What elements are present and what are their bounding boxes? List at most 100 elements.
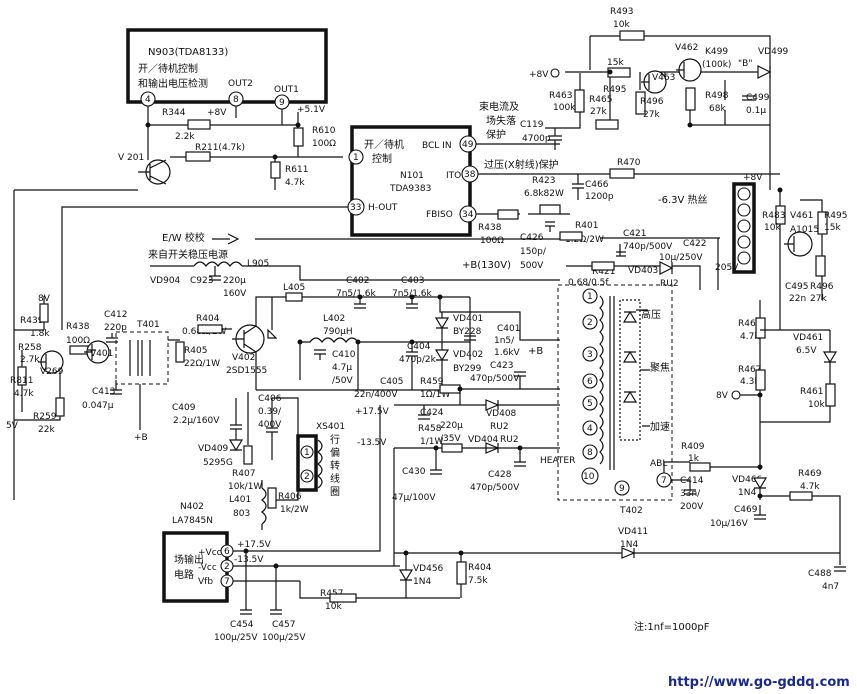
n903-desc2: 和输出电压检测 (138, 77, 208, 90)
svg-text:(100k): (100k) (702, 60, 731, 70)
plus8v-terminal (550, 68, 560, 78)
n903-desc1: 开／待机控制 (138, 62, 198, 75)
svg-text:10k: 10k (613, 20, 630, 30)
svg-text:R483: R483 (762, 211, 785, 221)
vd401 (434, 317, 450, 330)
svg-text:6.8k82W: 6.8k82W (524, 189, 564, 199)
svg-text:2: 2 (224, 562, 230, 572)
svg-text:2.2μ/160V: 2.2μ/160V (173, 416, 220, 426)
svg-text:10k/1W: 10k/1W (228, 482, 262, 492)
svg-text:VD408: VD408 (486, 409, 517, 419)
svg-text:C423: C423 (490, 361, 513, 371)
svg-text:0.39/: 0.39/ (258, 407, 282, 417)
svg-text:100Ω: 100Ω (312, 139, 336, 149)
r259 (55, 397, 65, 417)
svg-text:-6.3V 热丝: -6.3V 热丝 (658, 193, 708, 206)
r409 (689, 462, 711, 472)
svg-text:N101: N101 (400, 171, 424, 181)
svg-text:C430: C430 (402, 467, 426, 477)
svg-text:TDA9383: TDA9383 (389, 184, 431, 194)
svg-text:1/1W: 1/1W (420, 437, 443, 447)
svg-text:C426: C426 (520, 233, 544, 243)
svg-text:V269: V269 (40, 367, 64, 377)
svg-text:RU2: RU2 (490, 422, 509, 432)
svg-text:R404: R404 (468, 563, 492, 573)
svg-text:VD401: VD401 (453, 314, 483, 324)
svg-text:1N4: 1N4 (620, 540, 638, 550)
svg-text:1200p: 1200p (585, 192, 614, 202)
svg-text:R459: R459 (420, 377, 444, 387)
svg-text:L405: L405 (283, 283, 305, 293)
svg-text:1.8k: 1.8k (30, 329, 50, 339)
svg-text:2.2k: 2.2k (175, 132, 195, 142)
svg-text:R498: R498 (705, 91, 729, 101)
svg-text:470p/2k: 470p/2k (399, 355, 437, 365)
r438 (497, 209, 519, 220)
svg-text:4.7k: 4.7k (740, 332, 760, 342)
svg-text:T401: T401 (136, 320, 160, 330)
svg-text:XS401: XS401 (316, 422, 345, 432)
n101-ic: 开／待机 控制 BCL IN N101 TDA9383 ITO FBISO H-… (347, 125, 479, 237)
svg-text:圈: 圈 (330, 486, 340, 498)
vd456 (398, 569, 414, 582)
svg-text:22k: 22k (38, 425, 55, 435)
svg-text:10: 10 (583, 472, 595, 482)
svg-text:VD461: VD461 (793, 333, 823, 343)
svg-text:V 201: V 201 (118, 153, 144, 163)
svg-text:束电流及: 束电流及 (479, 100, 519, 113)
svg-text:470p/500V: 470p/500V (470, 483, 520, 493)
svg-text:C409: C409 (172, 403, 196, 413)
vd402 (434, 349, 450, 362)
svg-text:R461: R461 (800, 387, 823, 397)
svg-text:C401: C401 (497, 324, 520, 334)
svg-text:R463: R463 (549, 91, 572, 101)
svg-text:VD904: VD904 (150, 276, 181, 286)
svg-text:-Vcc: -Vcc (198, 563, 217, 573)
svg-text:VD411: VD411 (618, 527, 648, 537)
svg-text:E/W 校校: E/W 校校 (162, 231, 205, 244)
svg-text:4.3k: 4.3k (740, 377, 760, 387)
svg-text:V461: V461 (790, 211, 813, 221)
svg-text:BCL IN: BCL IN (422, 141, 452, 151)
svg-text:R467: R467 (738, 365, 761, 375)
svg-text:VD404: VD404 (468, 435, 499, 445)
r405 (175, 341, 185, 363)
v201-transistor (138, 159, 171, 185)
svg-text:R344: R344 (162, 108, 186, 118)
v401-transistor (84, 340, 110, 364)
svg-text:R405: R405 (184, 346, 207, 356)
vd403 (659, 261, 674, 275)
n402-ic: 场输出 电路 +Vcc -Vcc Vfb 6 2 7 (162, 531, 234, 603)
svg-text:R610: R610 (312, 126, 336, 136)
svg-text:8: 8 (233, 95, 239, 105)
svg-text:10μ/16V: 10μ/16V (710, 519, 749, 529)
r406 (267, 487, 277, 509)
n101-pin1 (348, 149, 364, 165)
r421 (591, 261, 615, 271)
svg-text:C412: C412 (104, 310, 127, 320)
svg-text:线: 线 (330, 472, 340, 485)
svg-text:LA7845N: LA7845N (172, 516, 213, 526)
svg-text:5V: 5V (6, 421, 19, 431)
svg-text:V402: V402 (232, 353, 255, 363)
svg-text:C413: C413 (92, 387, 115, 397)
svg-text:200V: 200V (680, 502, 704, 512)
svg-text:转: 转 (330, 459, 340, 472)
svg-text:22n/400V: 22n/400V (354, 390, 398, 400)
n903-ref: N903(TDA8133) (148, 47, 228, 58)
svg-text:4.7k: 4.7k (14, 389, 34, 399)
c466 (572, 174, 584, 200)
r404 (197, 324, 223, 334)
svg-text:V462: V462 (675, 43, 698, 53)
svg-text:注:1nf=1000pF: 注:1nf=1000pF (634, 620, 710, 633)
svg-text:L401: L401 (229, 495, 251, 505)
svg-text:R401: R401 (575, 221, 598, 231)
svg-text:来自开关稳压电源: 来自开关稳压电源 (148, 248, 228, 261)
svg-text:10k: 10k (764, 223, 781, 233)
svg-text:740p/500V: 740p/500V (623, 242, 673, 252)
svg-text:4.7μ: 4.7μ (332, 363, 352, 373)
svg-text:27k: 27k (810, 294, 827, 304)
svg-text:6: 6 (224, 547, 230, 557)
r211 (185, 151, 211, 162)
